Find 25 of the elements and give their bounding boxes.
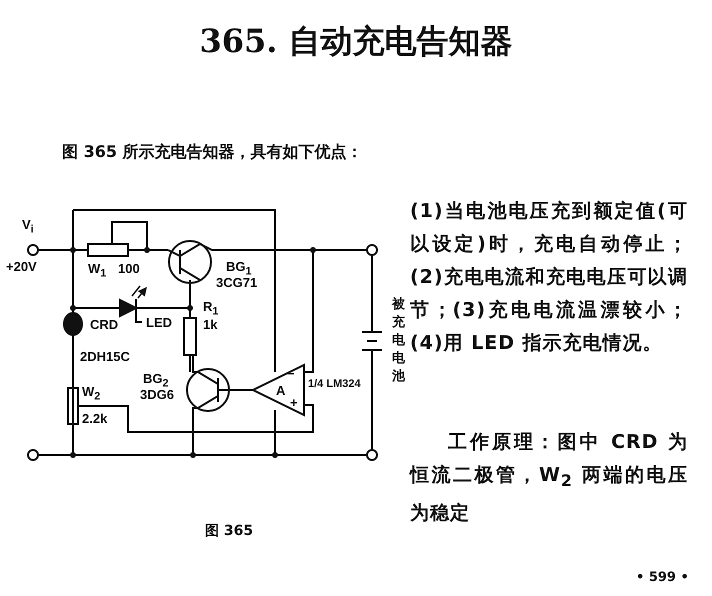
figure-caption: 图 365 [205, 522, 254, 540]
page-number: • 599 • [636, 570, 689, 585]
value-label: 2.2k [82, 412, 108, 426]
voltage-label: +20V [6, 260, 37, 274]
part-number: 1/4 LM324 [308, 377, 361, 391]
component-label: R$_{1}$ [203, 300, 218, 319]
intro-text: 图 365 所示充电告知器，具有如下优点： [62, 142, 363, 163]
pin-sign: + [290, 396, 298, 410]
voltage-label: V$_{i}$ [22, 218, 34, 237]
battery-label: 被充电电池 [392, 296, 405, 386]
component-label: LED [146, 316, 172, 330]
component-label: A [276, 384, 286, 398]
part-number: 3CG71 [216, 276, 258, 290]
value-label: 100 [118, 262, 140, 276]
part-number: 3DG6 [140, 388, 174, 402]
part-number: 2DH15C [80, 350, 130, 364]
value-label: 1k [203, 318, 218, 332]
component-label: BG$_{2}$ [143, 372, 169, 390]
page-title: 365. 自动充电告知器 [198, 21, 514, 62]
body-paragraph: 工作原理：图中 CRD 为恒流二极管，W$_{2}$ 两端的电压为稳定 [410, 430, 688, 526]
component-label: W$_{2}$ [82, 385, 100, 404]
body-paragraph: (1)当电池电压充到额定值(可以设定)时，充电自动停止；(2)充电电流和充电电压可以调节；(3)充电电流温漂较小；(4)用 LED 指示充电情况。 [410, 199, 688, 356]
component-label: W$_{1}$ [88, 262, 106, 281]
component-label: CRD [90, 318, 118, 332]
component-label: BG$_{1}$ [226, 260, 252, 278]
